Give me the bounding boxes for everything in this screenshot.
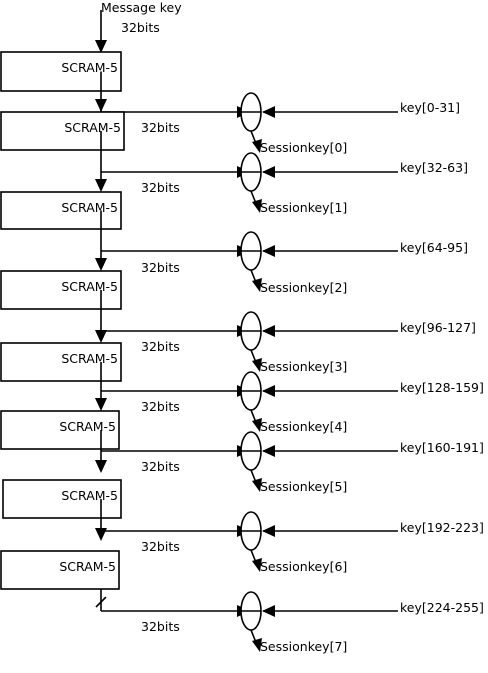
session-key-label: Sessionkey[1] xyxy=(260,200,347,215)
stage-6: SCRAM-5 32bits key[192-223] Sessionkey[6] xyxy=(2,479,484,574)
scram5-label: SCRAM-5 xyxy=(59,419,116,434)
stage-4: SCRAM-5 32bits key[128-159] Sessionkey[4] xyxy=(0,342,484,434)
next-block-arrowhead xyxy=(95,258,107,271)
session-arrowhead xyxy=(252,478,262,492)
key-arrowhead xyxy=(262,385,275,397)
stage-1: SCRAM-5 32bits key[32-63] Sessionkey[1] xyxy=(0,111,468,215)
scram5-label: SCRAM-5 xyxy=(61,279,118,294)
session-key-label: Sessionkey[5] xyxy=(260,479,347,494)
key-arrowhead xyxy=(262,445,275,457)
stage-2: SCRAM-5 32bits key[64-95] Sessionkey[2] xyxy=(0,191,468,295)
key-label: key[96-127] xyxy=(400,320,476,335)
key-arrowhead xyxy=(262,325,275,337)
key-label: key[32-63] xyxy=(400,160,468,175)
session-key-label: Sessionkey[6] xyxy=(260,559,347,574)
stage-7: SCRAM-5 32bits key[224-255] Sessionkey[7] xyxy=(0,550,484,654)
session-arrowhead xyxy=(252,358,262,372)
key-label: key[0-31] xyxy=(400,100,460,115)
key-arrowhead xyxy=(262,605,275,617)
bits-label: 32bits xyxy=(141,180,180,195)
session-key-label: Sessionkey[7] xyxy=(260,639,347,654)
scram5-label: SCRAM-5 xyxy=(61,351,118,366)
next-block-arrowhead xyxy=(95,99,107,112)
scram5-block xyxy=(0,111,125,151)
stage-5: SCRAM-5 32bits key[160-191] Sessionkey[5] xyxy=(0,410,484,494)
bits-label: 32bits xyxy=(141,120,180,135)
key-arrowhead xyxy=(262,166,275,178)
key-arrowhead xyxy=(262,106,275,118)
session-arrowhead xyxy=(252,558,262,572)
key-label: key[192-223] xyxy=(400,520,484,535)
next-block-arrowhead xyxy=(95,460,107,473)
next-block-arrowhead xyxy=(95,528,107,541)
bits-label: 32bits xyxy=(141,339,180,354)
scram5-label: SCRAM-5 xyxy=(59,559,116,574)
scram5-block xyxy=(0,550,120,590)
session-arrowhead xyxy=(252,418,262,432)
scram5-label: SCRAM-5 xyxy=(61,200,118,215)
scram5-label: SCRAM-5 xyxy=(61,60,118,75)
next-block-arrowhead xyxy=(95,179,107,192)
input-bits-label: 32bits xyxy=(121,20,160,35)
session-arrowhead xyxy=(252,139,262,153)
next-block-arrowhead xyxy=(95,330,107,343)
input-arrow xyxy=(95,10,107,53)
stage-0: SCRAM-5 32bits key[0-31] Sessionkey[0] xyxy=(0,51,460,155)
bits-label: 32bits xyxy=(141,539,180,554)
bits-label: 32bits xyxy=(141,260,180,275)
session-key-label: Sessionkey[3] xyxy=(260,359,347,374)
key-label: key[160-191] xyxy=(400,440,484,455)
session-key-label: Sessionkey[0] xyxy=(260,140,347,155)
session-arrowhead xyxy=(252,199,262,213)
session-arrowhead xyxy=(252,638,262,652)
key-arrowhead xyxy=(262,525,275,537)
bits-label: 32bits xyxy=(141,399,180,414)
next-block-arrowhead xyxy=(95,398,107,411)
session-key-label: Sessionkey[2] xyxy=(260,280,347,295)
session-key-label: Sessionkey[4] xyxy=(260,419,347,434)
scram5-block xyxy=(0,410,120,450)
message-key-label: Message key xyxy=(101,0,182,15)
key-label: key[128-159] xyxy=(400,380,484,395)
stage-3: SCRAM-5 32bits key[96-127] Sessionkey[3] xyxy=(0,270,476,374)
key-arrowhead xyxy=(262,245,275,257)
session-arrowhead xyxy=(252,278,262,292)
scram5-label: SCRAM-5 xyxy=(61,488,118,503)
key-label: key[64-95] xyxy=(400,240,468,255)
bits-label: 32bits xyxy=(141,459,180,474)
bits-label: 32bits xyxy=(141,619,180,634)
key-label: key[224-255] xyxy=(400,600,484,615)
scram5-label: SCRAM-5 xyxy=(64,120,121,135)
bus-slash-mark xyxy=(95,596,107,608)
